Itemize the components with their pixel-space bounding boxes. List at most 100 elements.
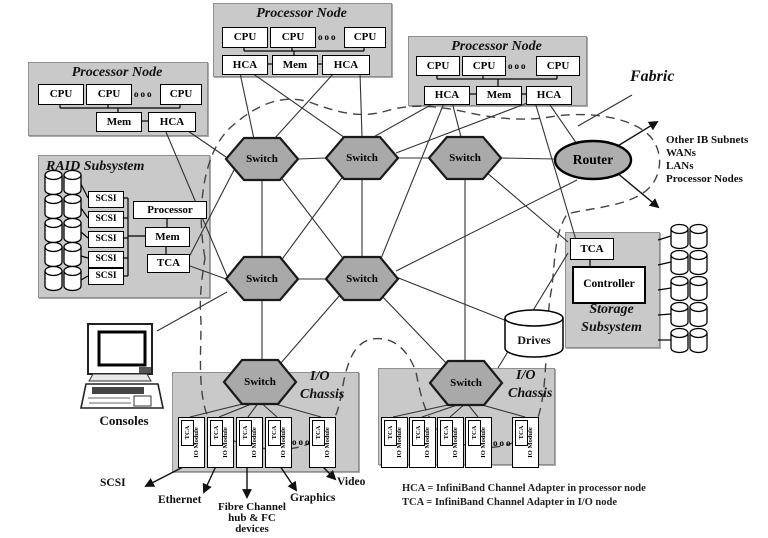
io-module: TCA IO Module	[512, 417, 539, 468]
io-module: TCA IO Module	[437, 417, 464, 468]
io-switch-label: Switch	[244, 376, 276, 388]
storage-subsystem-title-line2: Subsystem	[581, 320, 642, 335]
hca-box: HCA	[148, 112, 196, 132]
io-module-tca-box: TCA	[210, 420, 223, 446]
io-module: TCA IO Module	[309, 417, 336, 468]
io-target-fibre-line2: hub & FC	[228, 512, 276, 524]
io-module-label: IO Module	[527, 427, 534, 458]
io-module-label: IO Module	[424, 427, 431, 458]
io-module-ellipsis: ooo	[292, 437, 312, 447]
switch-label: Switch	[449, 152, 481, 164]
consoles-label: Consoles	[99, 413, 149, 428]
fabric-label: Fabric	[630, 68, 675, 85]
io-target-graphics: Graphics	[290, 492, 336, 504]
io-module-tca-box: TCA	[268, 420, 281, 446]
io-chassis-1-title-line1: I/O	[310, 369, 330, 384]
cpu-ellipsis: ooo	[508, 61, 528, 71]
io-chassis-2-title-line2: Chassis	[508, 386, 553, 401]
switch-5-hexagon	[324, 255, 400, 302]
legend-hca-line: HCA = InfiniBand Channel Adapter in proc…	[402, 483, 646, 494]
external-target: Processor Nodes	[666, 173, 743, 185]
io-module: TCA IO Module	[207, 417, 234, 468]
processor-node-right-title: Processor Node	[451, 39, 542, 54]
storage-disk-cylinders	[670, 223, 708, 354]
io-chassis-2-title-line1: I/O	[516, 368, 536, 383]
io-module-tca-box: TCA	[515, 420, 528, 446]
cpu-box: CPU	[536, 56, 580, 76]
io-module-tca-box: TCA	[312, 420, 325, 446]
io-module-tca-box: TCA	[440, 420, 453, 446]
switch-label: Switch	[246, 153, 278, 165]
cpu-box: CPU	[416, 56, 460, 76]
drives-cylinder	[504, 309, 564, 358]
cpu-box: CPU	[270, 27, 316, 48]
scsi-box: SCSI	[88, 251, 124, 268]
mem-box: Mem	[476, 86, 522, 105]
scsi-box: SCSI	[88, 191, 124, 208]
cpu-box: CPU	[38, 84, 84, 105]
io-module-tca-box: TCA	[181, 420, 194, 446]
io-chassis-1-title-line2: Chassis	[300, 387, 345, 402]
cpu-box: CPU	[222, 27, 268, 48]
hca-box: HCA	[222, 55, 268, 75]
switch-4-hexagon	[224, 255, 300, 302]
router-ellipse	[553, 139, 633, 181]
console-workstation	[80, 323, 164, 409]
io-switch-1-hexagon	[222, 358, 298, 406]
raid-tca-box: TCA	[147, 254, 190, 273]
processor-node-top-title: Processor Node	[256, 6, 347, 21]
io-module: TCA IO Module	[265, 417, 292, 468]
io-target-fibre-line3: devices	[235, 523, 269, 535]
raid-mem-box: Mem	[145, 227, 190, 247]
io-switch-2-hexagon	[428, 359, 504, 407]
io-target-video: Video	[337, 476, 366, 488]
io-module-label: IO Module	[193, 427, 200, 458]
cpu-box: CPU	[86, 84, 132, 105]
io-module-label: IO Module	[251, 427, 258, 458]
io-target-scsi: SCSI	[100, 477, 126, 489]
io-module-label: IO Module	[396, 427, 403, 458]
io-target-fibre-line1: Fibre Channel	[218, 501, 286, 513]
scsi-box: SCSI	[88, 231, 124, 248]
io-target-ethernet: Ethernet	[158, 494, 202, 506]
storage-controller-box: Controller	[572, 266, 646, 304]
external-target: Other IB Subnets	[666, 134, 749, 146]
io-module-tca-box: TCA	[239, 420, 252, 446]
cpu-ellipsis: ooo	[318, 32, 338, 42]
mem-box: Mem	[96, 112, 142, 132]
io-module: TCA IO Module	[381, 417, 408, 468]
external-target: WANs	[666, 147, 696, 159]
switch-1-hexagon	[224, 136, 300, 182]
io-module-label: IO Module	[222, 427, 229, 458]
io-module-tca-box: TCA	[384, 420, 397, 446]
legend: HCA = InfiniBand Channel Adapter in proc…	[402, 482, 646, 510]
switch-label: Switch	[246, 273, 278, 285]
scsi-box: SCSI	[88, 211, 124, 228]
cpu-box: CPU	[344, 27, 386, 48]
scsi-box: SCSI	[88, 268, 124, 285]
storage-subsystem-title-line1: Storage	[589, 302, 634, 317]
io-module: TCA IO Module	[465, 417, 492, 468]
io-module-tca-box: TCA	[412, 420, 425, 446]
cpu-box: CPU	[462, 56, 506, 76]
raid-disk-cylinders	[44, 169, 82, 292]
switch-label: Switch	[346, 152, 378, 164]
hca-box: HCA	[322, 55, 370, 75]
io-module: TCA IO Module	[409, 417, 436, 468]
external-targets-list: Other IB Subnets WANs LANs Processor Nod…	[666, 134, 748, 186]
io-module: TCA IO Module	[178, 417, 205, 468]
io-module-ellipsis: ooo	[493, 438, 513, 448]
raid-subsystem-title: RAID Subsystem	[46, 159, 145, 174]
io-module-label: IO Module	[452, 427, 459, 458]
hca-box: HCA	[424, 86, 470, 105]
legend-tca-line: TCA = InfiniBand Channel Adapter in I/O …	[402, 497, 617, 508]
switch-3-hexagon	[427, 135, 503, 181]
cpu-box: CPU	[160, 84, 202, 105]
router-label: Router	[572, 152, 614, 167]
storage-tca-box: TCA	[570, 238, 614, 260]
io-switch-label: Switch	[450, 377, 482, 389]
cpu-ellipsis: ooo	[134, 89, 154, 99]
hca-box: HCA	[526, 86, 572, 105]
switch-2-hexagon	[324, 135, 400, 181]
